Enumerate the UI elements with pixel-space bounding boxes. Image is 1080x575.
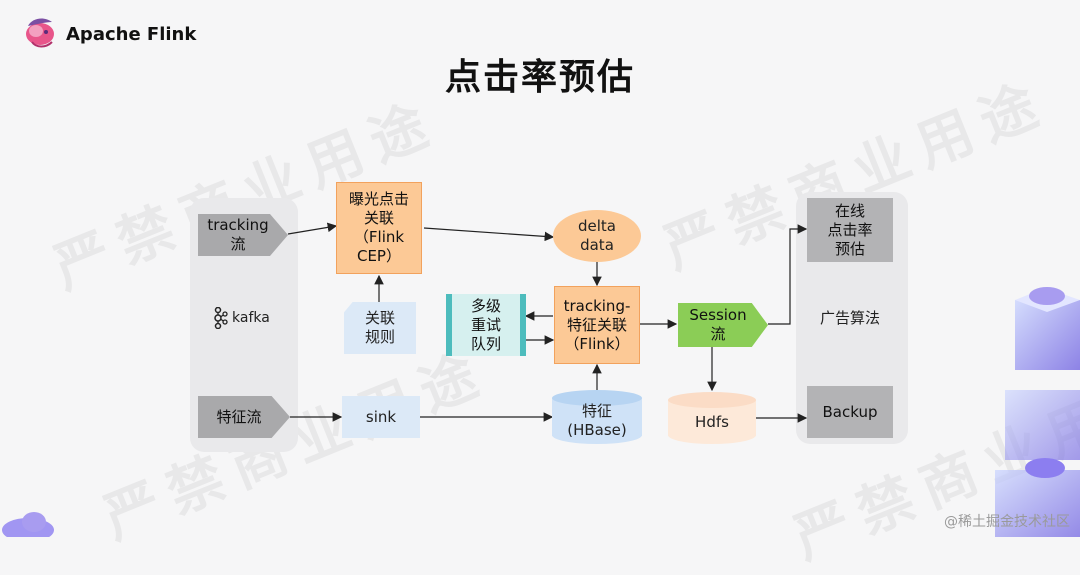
decorative-cubes-icon: [995, 287, 1080, 537]
session-stream-node: Session 流: [678, 303, 768, 347]
sink-node: sink: [342, 396, 420, 438]
feature-hbase-node: 特征 (HBase): [552, 390, 642, 444]
hbase-cylinder-top: [552, 390, 642, 406]
decorative-cloud-icon: [2, 512, 54, 537]
join-rules-node: 关联 规则: [344, 302, 416, 354]
retry-queue-label: 多级 重试 队列: [470, 296, 501, 353]
retry-queue-node: 多级 重试 队列: [446, 294, 526, 356]
retry-queue-bar-left: [446, 294, 452, 356]
hdfs-node: Hdfs: [668, 392, 756, 444]
delta-data-node: delta data: [553, 210, 641, 262]
hbase-cylinder-bottom: [552, 426, 642, 444]
kafka-icon: [214, 307, 228, 329]
connector-lines: [287, 222, 808, 423]
brand-name: Apache Flink: [66, 24, 197, 45]
cep-join-node: 曝光点击 关联 （Flink CEP）: [336, 182, 422, 274]
hdfs-cylinder-bottom: [668, 426, 756, 444]
backup-node: Backup: [807, 386, 893, 438]
flink-logo-icon: [22, 14, 58, 50]
kafka-logo: kafka: [212, 306, 282, 330]
online-ctr-node: 在线 点击率 预估: [807, 198, 893, 262]
page-title: 点击率预估: [444, 57, 635, 98]
source-credit: @稀土掘金技术社区: [944, 514, 1070, 530]
retry-queue-bar-right: [520, 294, 526, 356]
feature-stream-node: 特征流: [198, 396, 290, 438]
tracking-stream-node: tracking 流: [198, 214, 288, 256]
kafka-label: kafka: [232, 310, 270, 326]
hdfs-cylinder-top: [668, 392, 756, 408]
hbase-label: 特征 (HBase): [567, 402, 627, 439]
hdfs-label: Hdfs: [695, 412, 729, 431]
ad-algorithm-label: 广告算法: [819, 308, 880, 327]
tracking-feature-join-node: tracking- 特征关联 （Flink）: [554, 286, 640, 364]
